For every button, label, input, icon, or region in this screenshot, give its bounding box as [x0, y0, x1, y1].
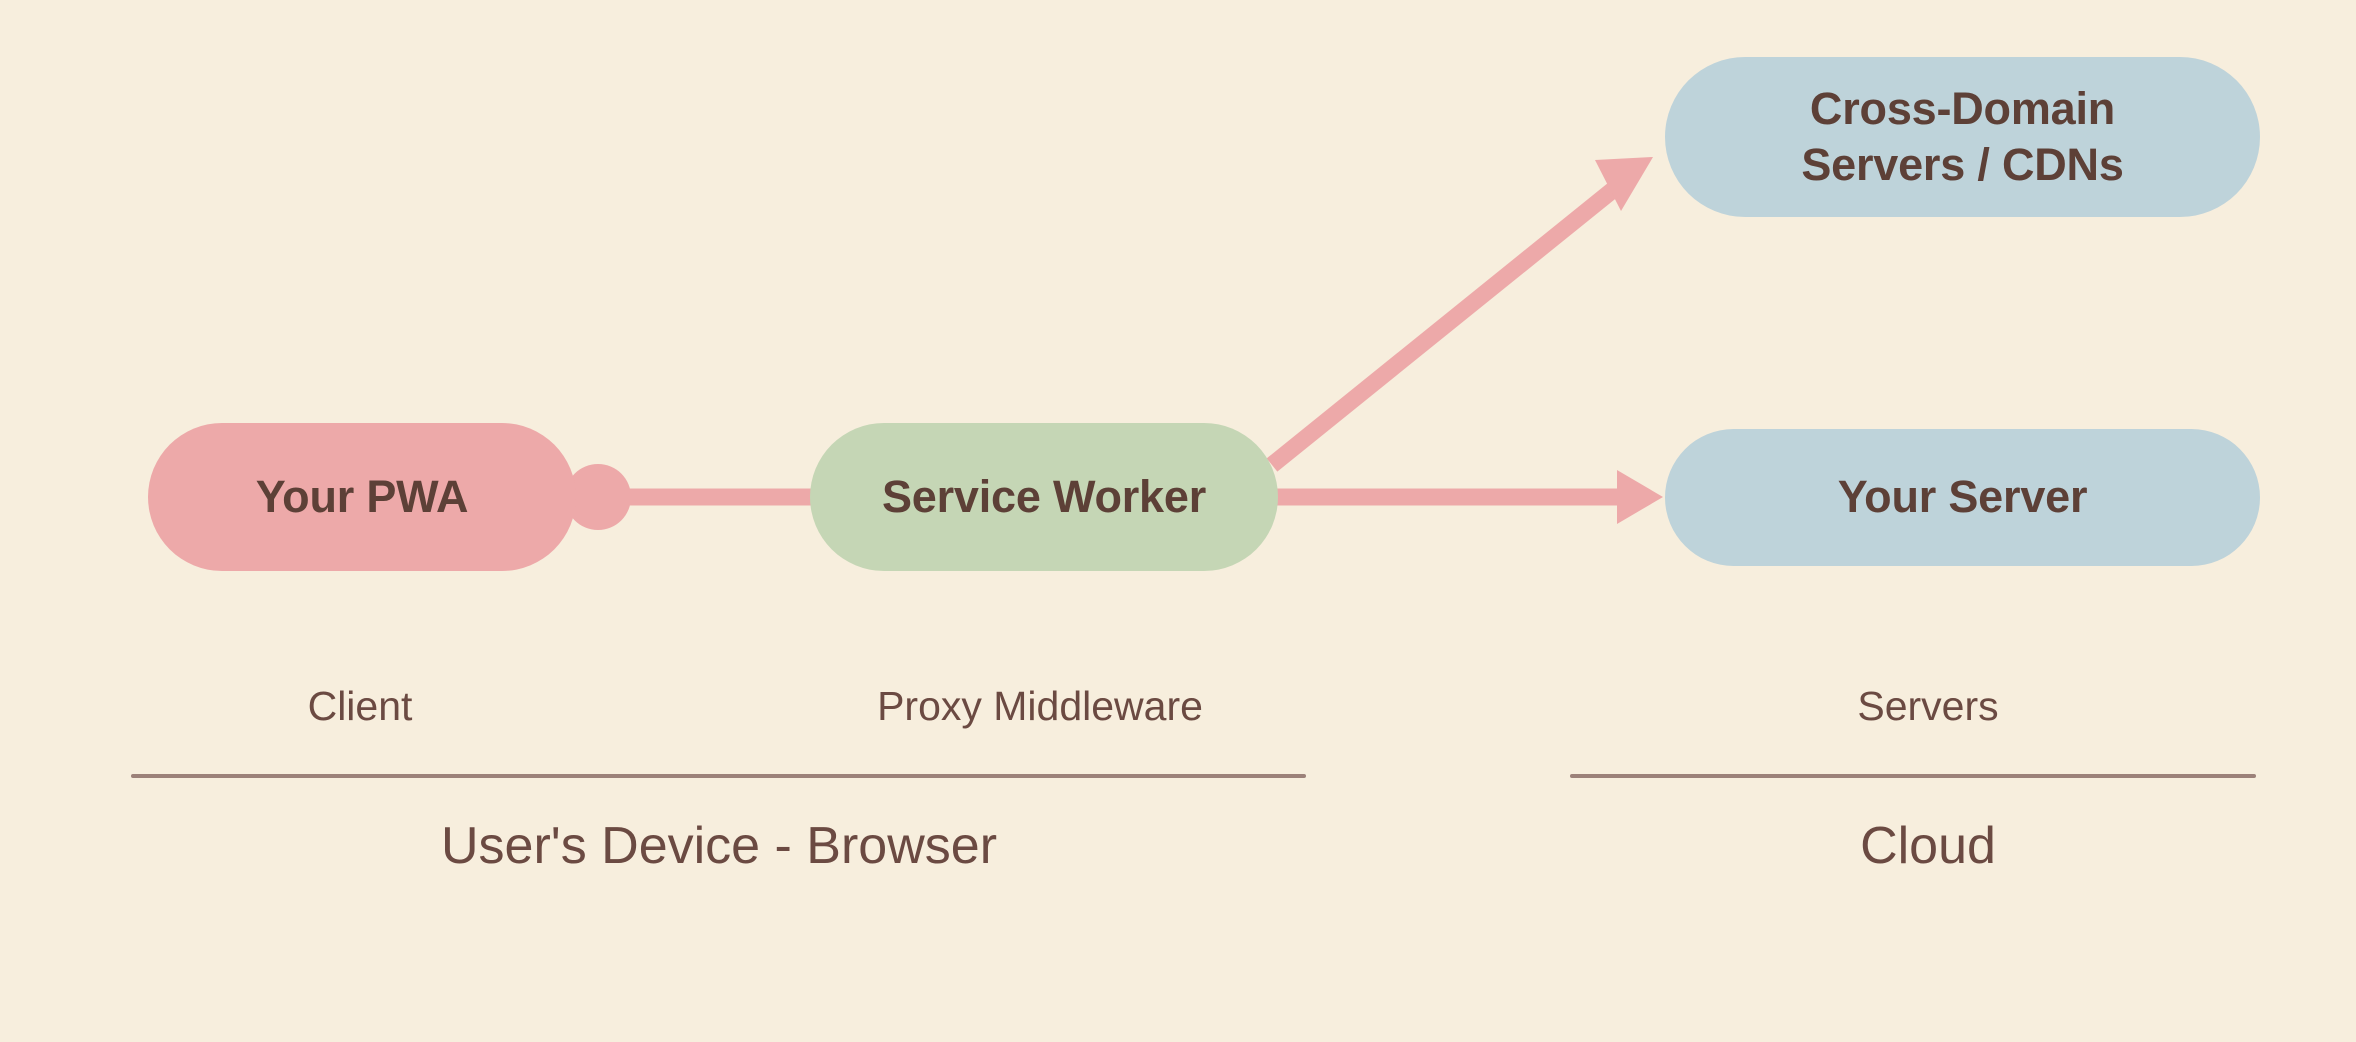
node-cross-domain-label-line1: Cross-Domain	[1809, 82, 2116, 134]
divider-cloud	[1570, 774, 2256, 778]
node-your-pwa[interactable]: Your PWA	[148, 423, 576, 571]
zone-title-cloud: Cloud	[1860, 817, 1996, 875]
connector-service-worker-to-server	[1276, 470, 1663, 524]
zone-label-client: Client	[307, 683, 413, 729]
node-cross-domain-label: Cross-Domain Servers / CDNs	[1801, 81, 2124, 194]
connector-pwa-to-service-worker	[565, 464, 812, 530]
divider-user-device	[131, 774, 1306, 778]
node-cross-domain-servers-cdns[interactable]: Cross-Domain Servers / CDNs	[1665, 57, 2260, 217]
zone-label-proxy-middleware: Proxy Middleware	[877, 683, 1203, 729]
zone-title-users-device-browser: User's Device - Browser	[440, 817, 998, 875]
node-cross-domain-label-line2: Servers / CDNs	[1801, 139, 2124, 190]
arrowhead-icon-sw-server	[1617, 470, 1663, 524]
node-service-worker-label: Service Worker	[881, 470, 1207, 522]
zone-label-servers: Servers	[1857, 683, 1999, 729]
connector-line-sw-cdn	[1266, 178, 1625, 472]
arrowhead-icon-sw-cdn	[1595, 157, 1653, 211]
node-your-pwa-label: Your PWA	[255, 470, 469, 522]
node-your-server-label: Your Server	[1837, 471, 2088, 523]
node-your-server[interactable]: Your Server	[1665, 429, 2260, 566]
connector-service-worker-to-cdn	[1266, 157, 1653, 472]
node-service-worker[interactable]: Service Worker	[810, 423, 1278, 571]
